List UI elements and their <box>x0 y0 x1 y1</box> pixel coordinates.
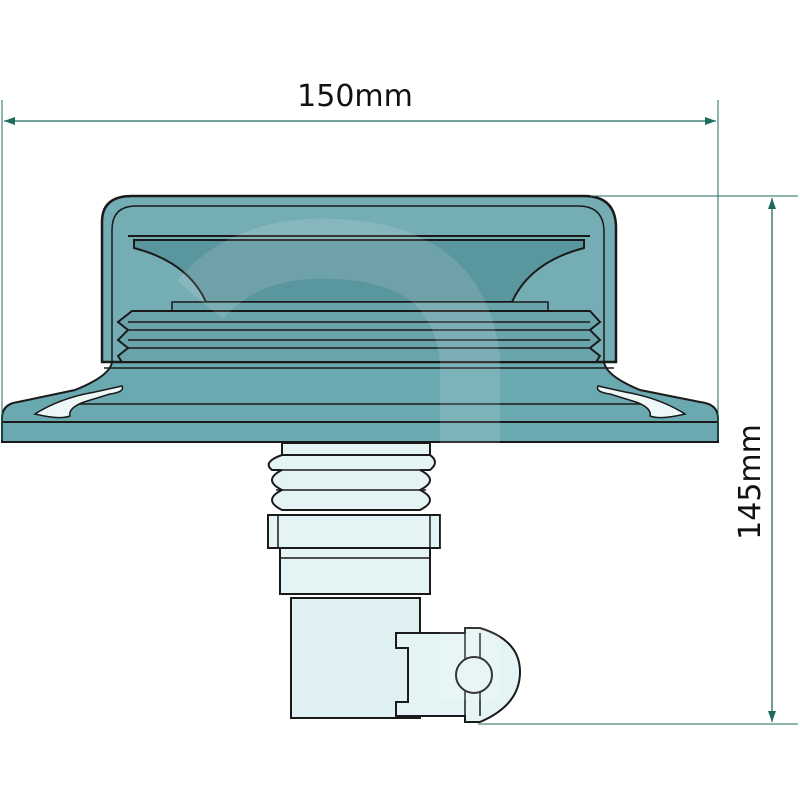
clamp-collar <box>267 514 441 549</box>
mount-neck <box>281 442 431 456</box>
width-dimension: 150mm <box>1 79 719 440</box>
flange-body <box>0 361 719 443</box>
lock-ring <box>279 547 431 595</box>
bolt-slot-left <box>33 385 124 419</box>
base-flange <box>0 361 719 443</box>
spigot <box>290 597 421 719</box>
height-dimension: 145mm <box>478 195 798 725</box>
watermark <box>176 218 500 700</box>
width-label: 150mm <box>297 79 413 114</box>
threaded-collar <box>116 310 602 363</box>
bolt-slot-right <box>596 385 687 419</box>
lens-dome <box>100 194 618 369</box>
height-label: 145mm <box>733 424 768 540</box>
hinge-pin <box>455 656 493 694</box>
bellows <box>267 454 436 511</box>
din-mount <box>267 442 522 723</box>
